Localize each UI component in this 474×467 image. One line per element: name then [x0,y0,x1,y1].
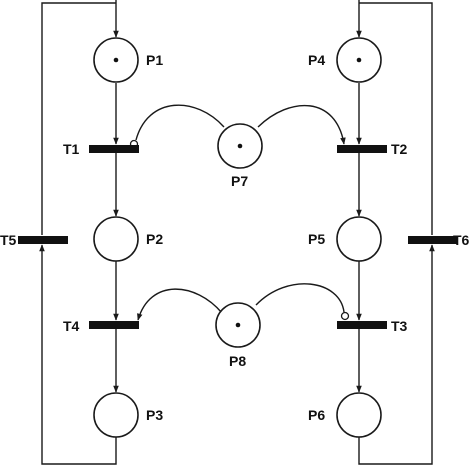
token-dot [237,143,243,149]
arc-p6-t6 [358,244,435,465]
label-t2: T2 [391,141,408,157]
label-t4: T4 [63,318,80,334]
arc-t5-p1 [41,2,116,235]
label-p7: P7 [231,173,248,189]
token-dot [356,57,362,63]
inhibitor-circle-t3 [340,311,350,321]
transition-t1 [89,145,139,153]
arc-p7-t1-inhibitor [135,104,225,141]
label-t1: T1 [63,141,80,157]
arc-p7-t2 [257,104,346,145]
label-p6: P6 [308,407,325,423]
place-p6 [336,392,382,438]
arc-p8-t4 [137,288,223,321]
label-t5: T5 [0,232,17,248]
place-circle [93,392,139,438]
arcs-left-chain [39,0,119,465]
arc-p8-t3-inhibitor [255,283,345,313]
place-p3 [93,392,139,438]
place-p5 [336,216,382,262]
label-p1: P1 [146,52,163,68]
label-p2: P2 [146,231,163,247]
place-circle [336,392,382,438]
transition-t2 [337,145,387,153]
arcs-right-chain [356,0,435,465]
transition-t4 [89,321,139,329]
label-p8: P8 [229,353,246,369]
token-dot [235,322,241,328]
label-t3: T3 [391,318,408,334]
place-p4 [336,37,382,83]
label-p5: P5 [308,231,325,247]
transition-t5 [18,236,68,244]
place-p8 [215,302,261,348]
place-circle [93,216,139,262]
label-t6: T6 [453,232,470,248]
label-p4: P4 [308,52,325,68]
arc-p3-t5 [39,244,117,465]
place-p1 [93,37,139,83]
label-p3: P3 [146,407,163,423]
place-p2 [93,216,139,262]
place-p7 [217,123,263,169]
place-circle [336,216,382,262]
transition-t6 [408,236,458,244]
transition-t3 [337,321,387,329]
token-dot [113,57,119,63]
arc-t6-p4 [359,2,433,235]
